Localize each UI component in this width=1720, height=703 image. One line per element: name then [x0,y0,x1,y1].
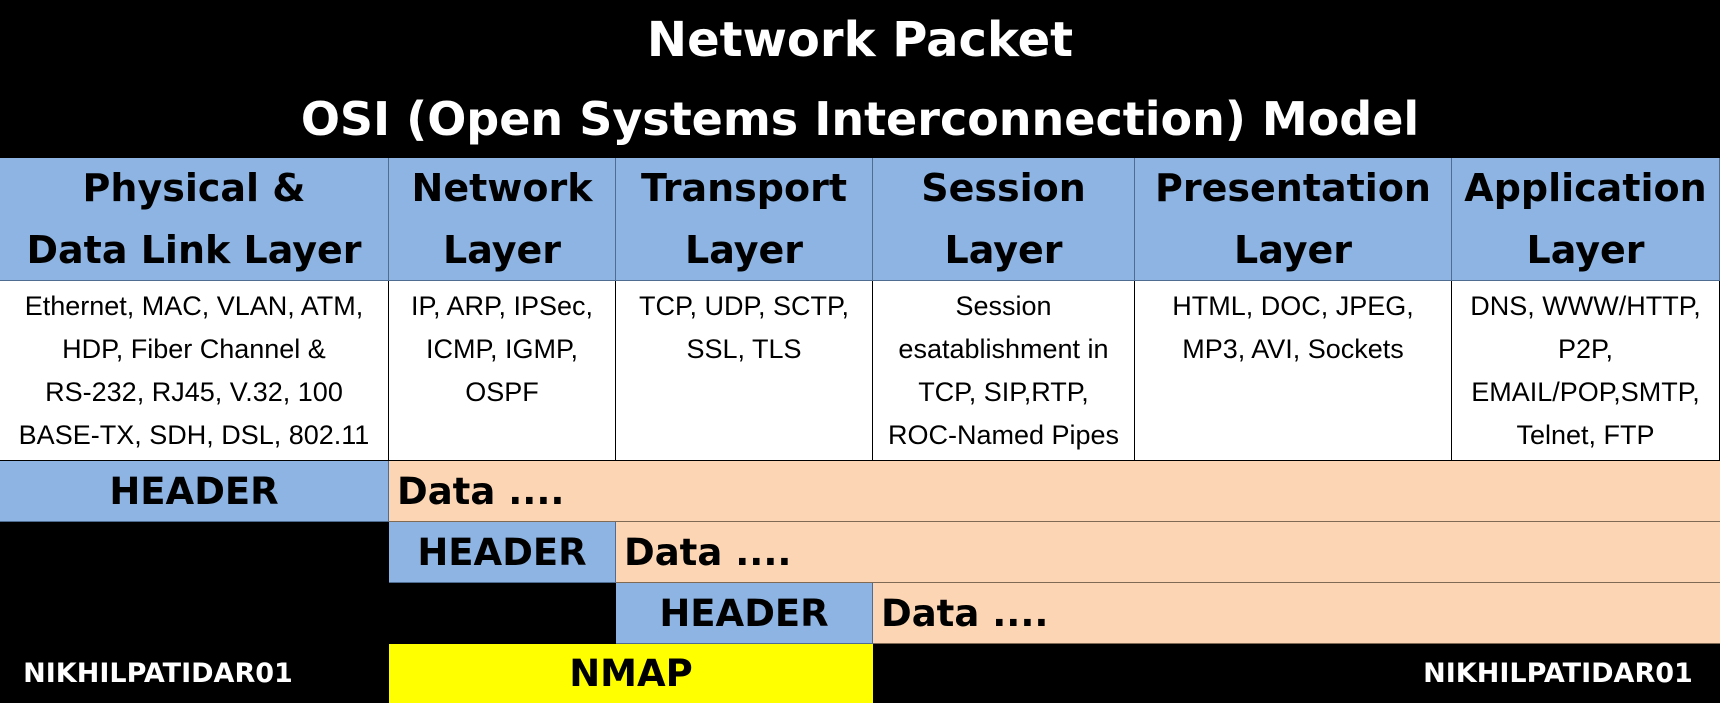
layer-presentation: Presentation Layer [1135,158,1452,281]
layer-name-line: Presentation [1155,166,1431,210]
protocols-application: DNS, WWW/HTTP, P2P, EMAIL/POP,SMTP, Teln… [1452,281,1720,461]
protocol-list: HTML, DOC, JPEG, MP3, AVI, Sockets [1172,291,1414,364]
author-credit-right: NIKHILPATIDAR01 [1423,658,1693,689]
protocols-session: Session esatablishment in TCP, SIP,RTP, … [873,281,1135,461]
layer-session: Session Layer [873,158,1135,281]
layer-name-line: Network [411,166,593,210]
protocol-list: IP, ARP, IPSec, ICMP, IGMP, OSPF [410,291,594,407]
protocol-list: DNS, WWW/HTTP, P2P, EMAIL/POP,SMTP, Teln… [1470,291,1701,450]
layer-name-line: Physical & [82,166,306,210]
packet-data: Data .... [616,522,1720,583]
layer-name-line: Layer [1234,228,1352,272]
nmap-label: NMAP [389,644,873,703]
packet-data: Data .... [389,461,1720,522]
layer-name-line: Layer [685,228,803,272]
layer-name-line: Transport [640,166,847,210]
packet-header: HEADER [0,461,389,522]
protocols-transport: TCP, UDP, SCTP, SSL, TLS [616,281,873,461]
protocols-physical-datalink: Ethernet, MAC, VLAN, ATM, HDP, Fiber Cha… [0,281,389,461]
author-credit-left: NIKHILPATIDAR01 [23,658,293,689]
protocols-presentation: HTML, DOC, JPEG, MP3, AVI, Sockets [1135,281,1452,461]
packet-header: HEADER [616,583,873,644]
protocol-list: Ethernet, MAC, VLAN, ATM, HDP, Fiber Cha… [18,291,370,450]
layer-name-line: Data Link Layer [26,228,362,272]
layer-physical-datalink: Physical & Data Link Layer [0,158,389,281]
layer-name-line: Application [1464,166,1707,210]
protocols-network: IP, ARP, IPSec, ICMP, IGMP, OSPF [389,281,616,461]
layer-name-line: Layer [1526,228,1645,272]
layer-transport: Transport Layer [616,158,873,281]
layer-name-line: Layer [443,228,561,272]
protocol-list: TCP, UDP, SCTP, SSL, TLS [638,291,850,364]
layer-network: Network Layer [389,158,616,281]
diagram-subtitle: OSI (Open Systems Interconnection) Model [300,92,1420,146]
packet-data: Data .... [873,583,1720,644]
packet-header: HEADER [389,522,616,583]
layer-application: Application Layer [1452,158,1720,281]
layer-name-line: Layer [944,228,1063,272]
protocol-list: Session esatablishment in TCP, SIP,RTP, … [887,291,1120,450]
layer-name-line: Session [921,166,1086,210]
diagram-title: Network Packet [646,12,1074,68]
